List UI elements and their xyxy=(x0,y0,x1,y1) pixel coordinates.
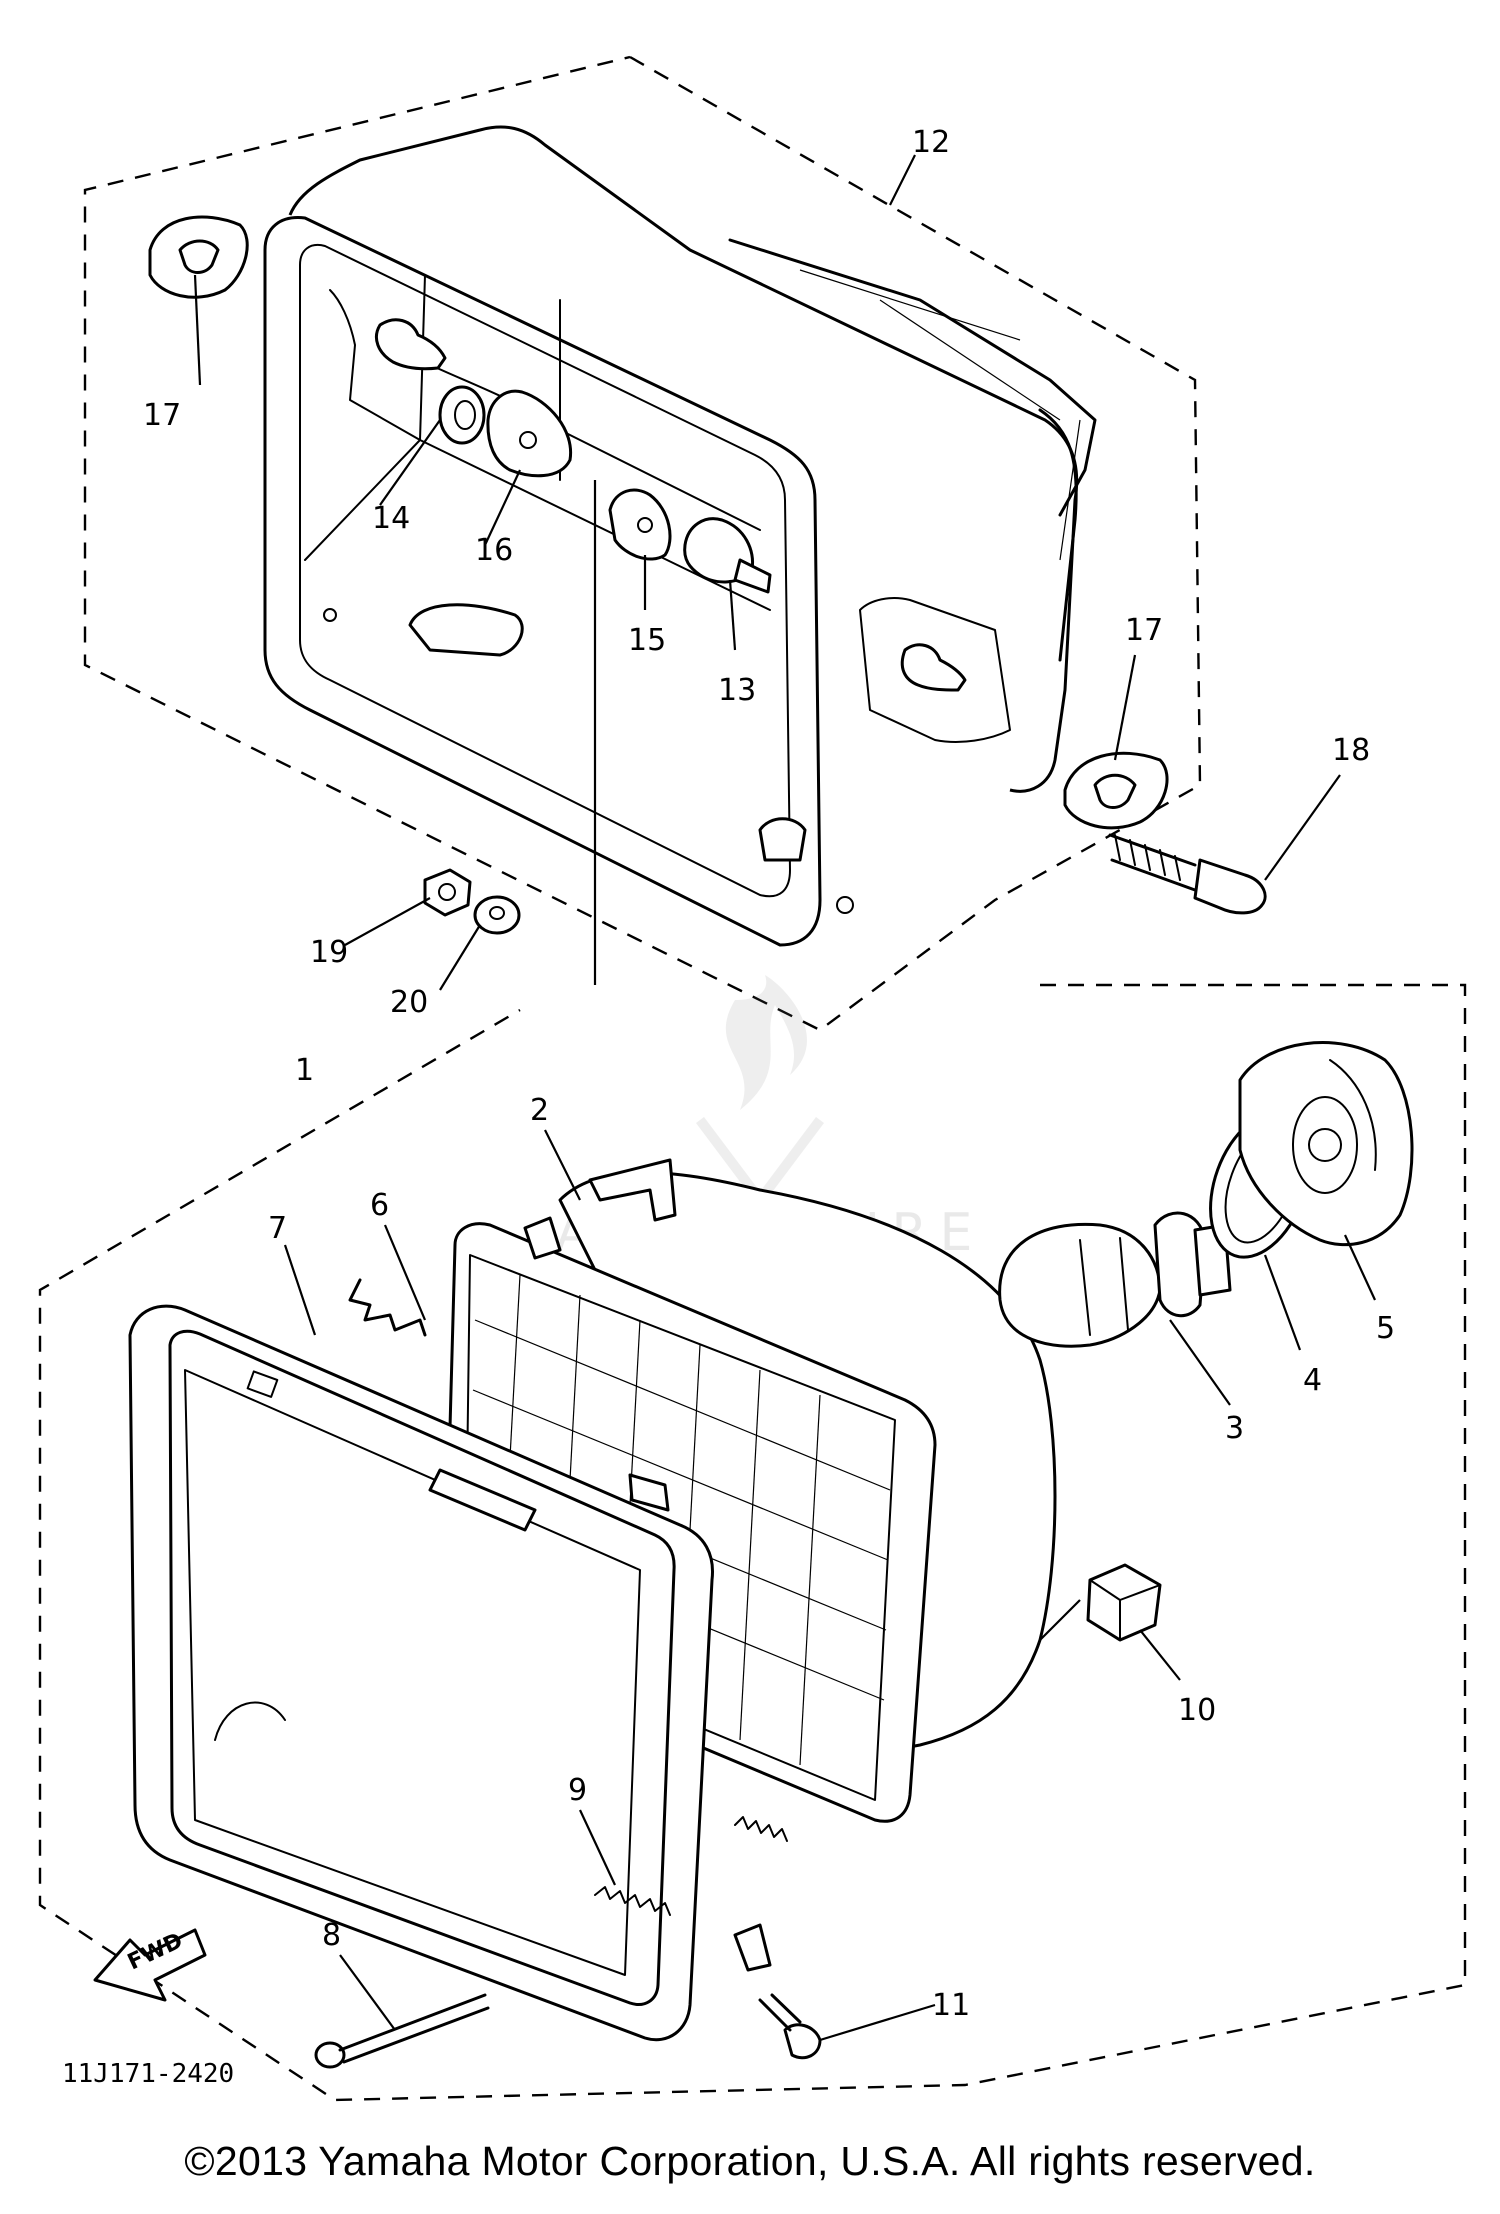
callout-12: 12 xyxy=(912,125,950,160)
wire-clip-6 xyxy=(348,1278,427,1337)
headlight-group-boundary xyxy=(38,983,1467,2102)
copyright-notice: ©2013 Yamaha Motor Corporation, U.S.A. A… xyxy=(184,2138,1316,2184)
screw-8 xyxy=(314,1993,490,2069)
callout-15: 15 xyxy=(628,623,666,658)
part-code: 11J171-2420 xyxy=(62,2059,234,2089)
callout-14: 14 xyxy=(372,501,410,536)
springs-9 xyxy=(594,1816,788,1916)
callout-7: 7 xyxy=(268,1211,287,1246)
leader-lines xyxy=(193,154,1376,2042)
callout-17-left: 17 xyxy=(143,398,181,433)
callout-9: 9 xyxy=(568,1773,587,1808)
callout-2: 2 xyxy=(530,1093,549,1128)
forward-arrow-icon: FWD xyxy=(93,1928,207,2002)
callout-11: 11 xyxy=(932,1988,970,2023)
grommet-17-right xyxy=(1063,751,1169,830)
callout-19: 19 xyxy=(310,935,348,970)
bulb-3 xyxy=(998,1211,1232,1348)
bulb-13 xyxy=(683,517,772,594)
callout-10: 10 xyxy=(1178,1693,1216,1728)
bulb-16 xyxy=(486,389,573,478)
washer-20 xyxy=(473,895,521,935)
callout-6: 6 xyxy=(370,1188,389,1223)
callout-13: 13 xyxy=(718,673,756,708)
socket-cover-5 xyxy=(1238,1041,1414,1247)
callout-3: 3 xyxy=(1225,1411,1244,1446)
callout-labels: 12 17 14 16 15 13 17 18 19 20 1 2 6 7 5 … xyxy=(143,125,1395,2023)
housing-group-boundary xyxy=(83,55,1202,1032)
callout-1: 1 xyxy=(295,1053,314,1088)
socket-15 xyxy=(608,488,672,561)
callout-4: 4 xyxy=(1303,1363,1322,1398)
headlight-rim-7 xyxy=(128,1304,715,2042)
bolt-18 xyxy=(1108,833,1267,915)
callout-20: 20 xyxy=(390,985,428,1020)
headlight-housing xyxy=(263,125,1097,947)
nut-19 xyxy=(423,868,472,917)
screw-11 xyxy=(733,1923,822,2060)
socket-14 xyxy=(438,385,486,445)
grommet-17-left xyxy=(148,215,249,299)
callout-16: 16 xyxy=(475,533,513,568)
callout-5: 5 xyxy=(1376,1311,1395,1346)
callout-8: 8 xyxy=(322,1918,341,1953)
connector-10 xyxy=(1086,1563,1162,1642)
callout-17-right: 17 xyxy=(1125,613,1163,648)
callout-18: 18 xyxy=(1332,733,1370,768)
